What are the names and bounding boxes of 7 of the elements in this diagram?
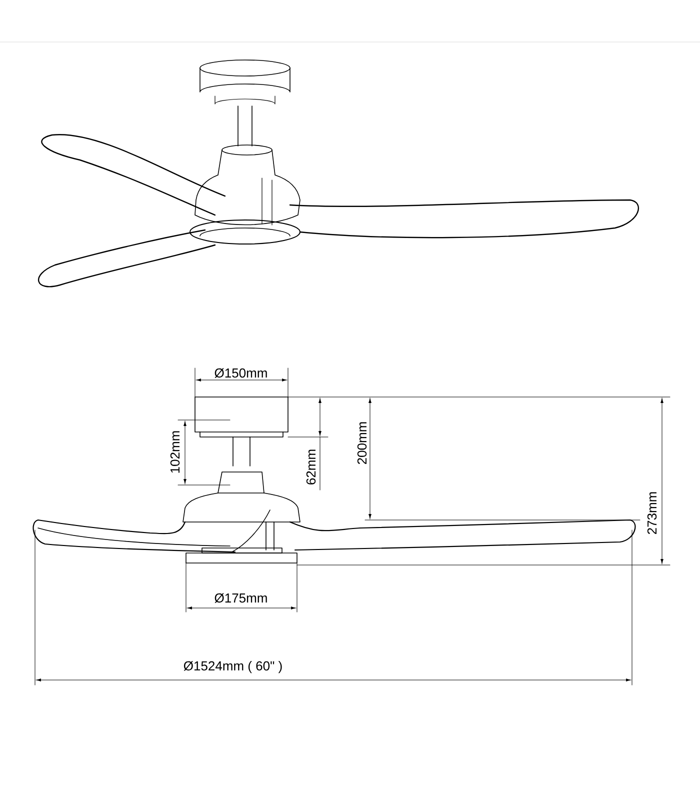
dimension-label: 62mm (306, 450, 316, 484)
dimension-label: 273mm (647, 492, 657, 534)
dimension-label: Ø150mm (214, 368, 267, 378)
dimension-label: Ø175mm (214, 593, 267, 603)
dimension-label: Ø1524mm ( 60" ) (184, 660, 282, 674)
dimension-label: 200mm (357, 422, 367, 464)
dimension-label: 102mm (170, 431, 180, 473)
